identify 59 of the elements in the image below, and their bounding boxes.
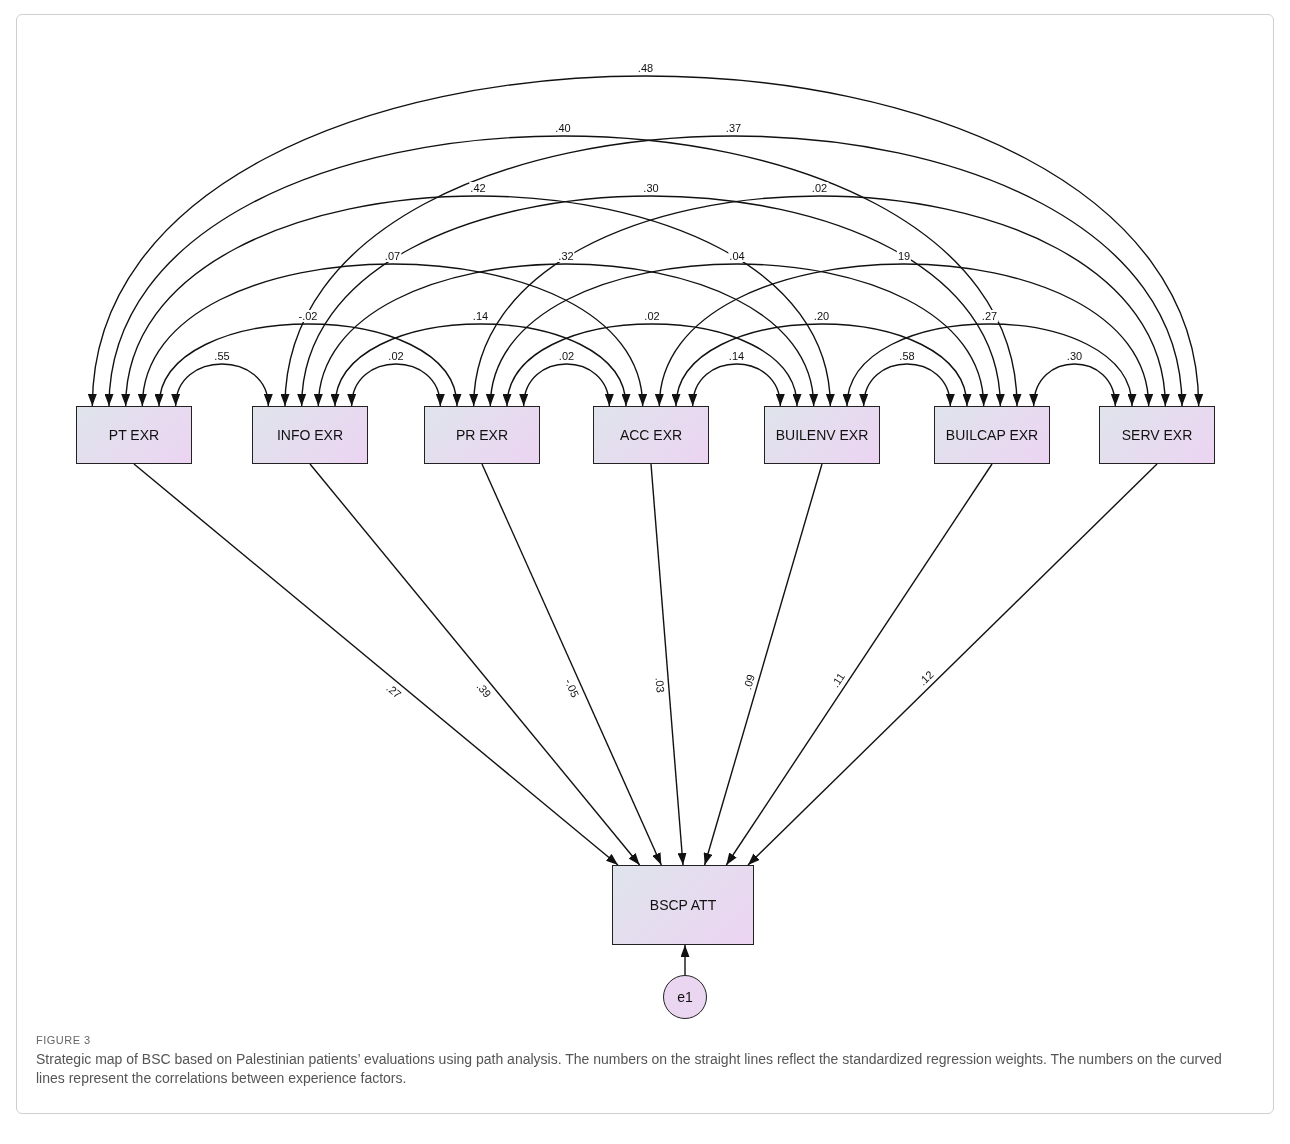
variable-box: SERV EXR: [1099, 406, 1215, 464]
double-headed-arrow: [348, 363, 444, 407]
edge-label: .55: [213, 350, 231, 362]
edge-label: .14: [471, 310, 490, 322]
double-headed-arrow: [140, 263, 645, 407]
edge-label: .03: [652, 676, 667, 695]
arrow: [650, 463, 687, 866]
edge-label: .02: [387, 350, 405, 362]
variable-box: BUILENV EXR: [764, 406, 880, 464]
edge-label: .40: [554, 122, 572, 134]
variable-box: PT EXR: [76, 406, 192, 464]
figure-number: FIGURE 3: [36, 1034, 91, 1046]
edge-label: .02: [643, 310, 661, 322]
edge-label: .07: [383, 250, 402, 262]
double-headed-arrow: [657, 263, 1151, 407]
variable-box: INFO EXR: [252, 406, 368, 464]
edge-label: .04: [728, 250, 746, 262]
edge-label: .20: [812, 310, 831, 322]
double-headed-arrow: [123, 195, 833, 407]
edge-label: .42: [469, 182, 487, 194]
edge-label: -.02: [297, 310, 319, 322]
edge-label: .27: [980, 310, 999, 322]
double-headed-arrow: [333, 323, 628, 407]
arrow: [725, 463, 993, 866]
edge-label: .58: [898, 350, 916, 362]
arrow: [703, 463, 823, 866]
edge-label: .30: [1065, 350, 1084, 362]
edge-label: .02: [557, 350, 576, 362]
edge-label: .14: [727, 350, 746, 362]
double-headed-arrow: [172, 363, 272, 407]
edge-label: .48: [636, 62, 655, 74]
double-headed-arrow: [505, 323, 799, 407]
double-headed-arrow: [157, 323, 459, 407]
variable-box: PR EXR: [424, 406, 540, 464]
arrow: [747, 463, 1158, 866]
variable-box: ACC EXR: [593, 406, 709, 464]
error-term-circle: e1: [663, 975, 707, 1019]
arrow: [133, 463, 619, 866]
figure-caption: Strategic map of BSC based on Palestinian patients’ evaluations using path analysis. The numbers on the straight lines reflect the standardized regression weights. The numbers on the curved lines represent the correlations between experience factors.: [36, 1050, 1223, 1088]
double-headed-arrow: [316, 263, 816, 407]
edge-label: 19: [896, 250, 912, 262]
double-headed-arrow: [689, 363, 784, 407]
double-headed-arrow: [845, 323, 1134, 407]
variable-box: BSCP ATT: [612, 865, 754, 945]
double-headed-arrow: [1030, 363, 1119, 407]
edge-label: .32: [557, 250, 575, 262]
double-headed-arrow: [520, 363, 613, 407]
arrow: [309, 463, 641, 866]
arrow: [680, 944, 690, 976]
edge-label: .02: [810, 182, 829, 194]
arrow: [481, 463, 663, 866]
edge-label: .37: [724, 122, 743, 134]
double-headed-arrow: [471, 195, 1168, 407]
double-headed-arrow: [488, 263, 986, 407]
double-headed-arrow: [674, 323, 969, 407]
variable-box: BUILCAP EXR: [934, 406, 1050, 464]
edge-label: .30: [642, 182, 660, 194]
double-headed-arrow: [860, 363, 954, 407]
double-headed-arrow: [299, 195, 1003, 407]
